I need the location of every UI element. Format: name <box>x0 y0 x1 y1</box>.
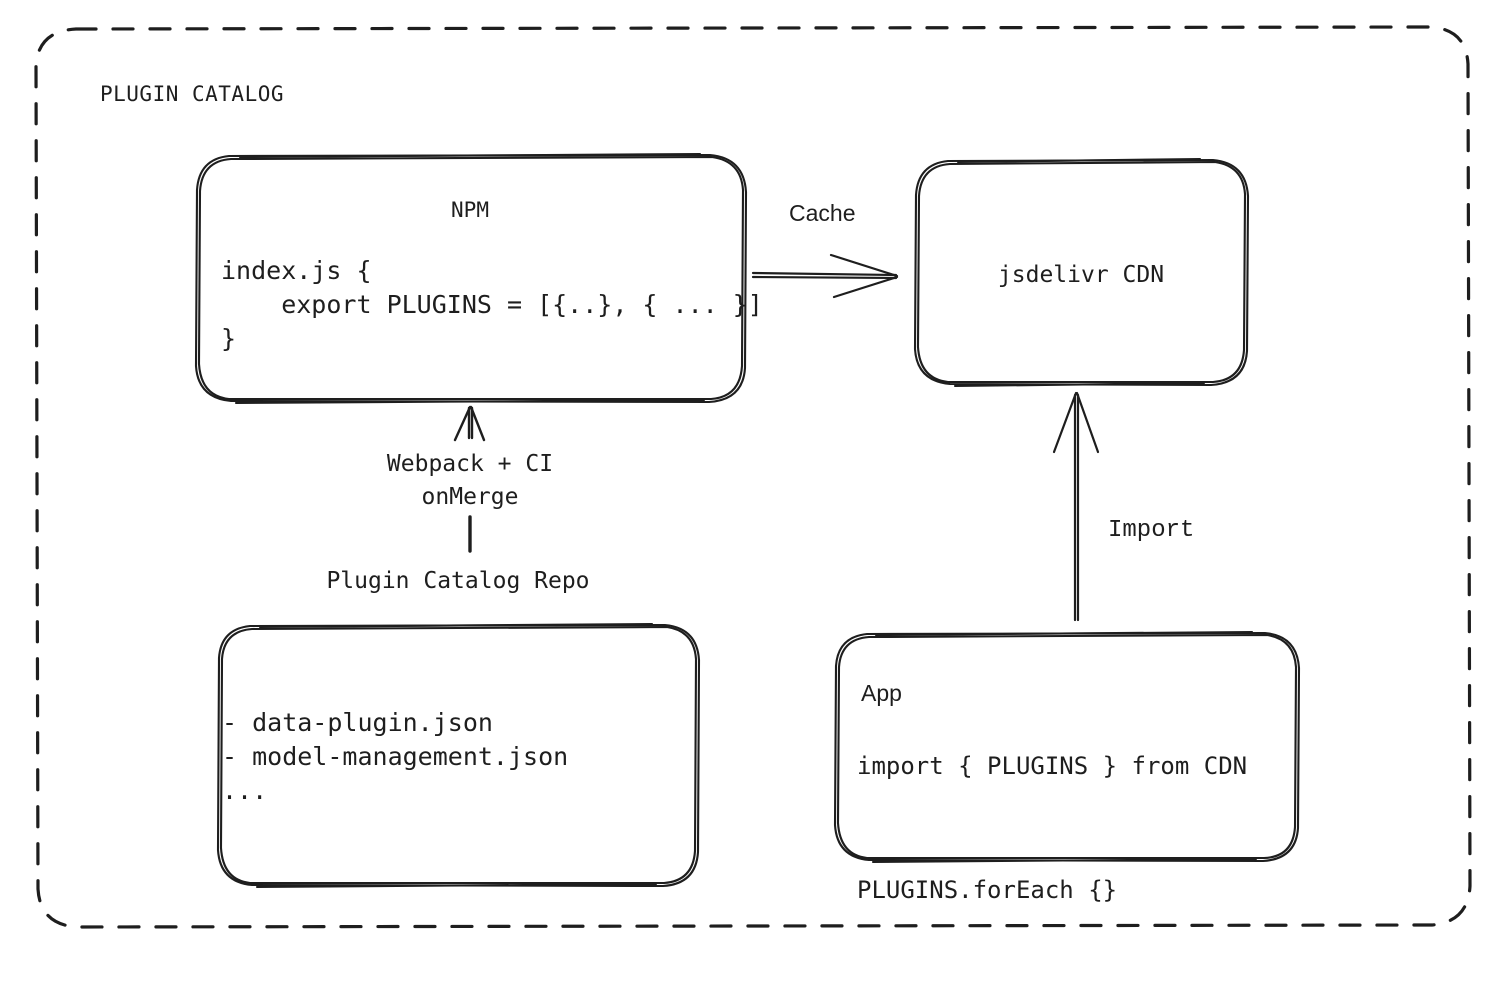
edge-npm-to-cdn <box>751 253 899 299</box>
edge-label-cache: Cache <box>789 200 856 226</box>
app-node-code: import { PLUGINS } from CDN PLUGINS.forE… <box>857 752 1248 904</box>
edge-app-to-cdn <box>1052 391 1100 622</box>
group-title: PLUGIN CATALOG <box>100 82 285 106</box>
edge-label-webpack-ci-onmerge: Webpack + CI onMerge <box>386 451 554 510</box>
app-node-title: App <box>861 680 902 706</box>
edge-label-import: Import <box>1108 517 1195 544</box>
repo-node-items: - data-plugin.json - model-management.js… <box>222 708 569 805</box>
npm-node-title: NPM <box>451 198 489 222</box>
cdn-node-title: jsdelivr CDN <box>997 262 1165 288</box>
edge-repo-to-npm <box>453 405 486 442</box>
repo-node-caption: Plugin Catalog Repo <box>326 568 590 594</box>
npm-node-code: index.js { export PLUGINS = [{..}, { ...… <box>221 256 763 353</box>
